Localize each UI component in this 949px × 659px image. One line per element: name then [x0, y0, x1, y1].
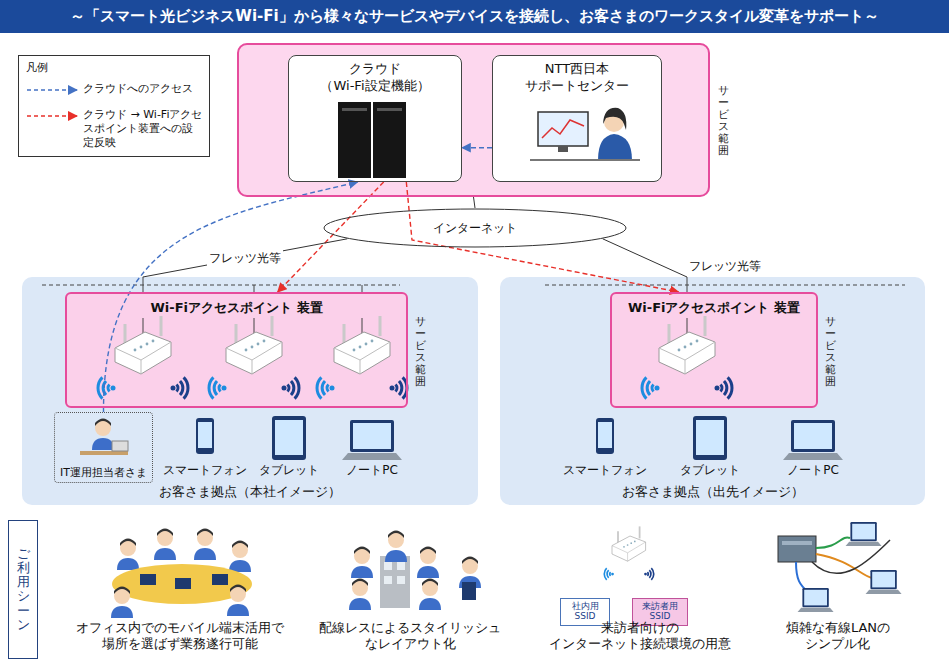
legend-heading: 凡例 [26, 60, 48, 75]
device-label: ノートPC [787, 462, 839, 479]
dashed-arrow [462, 147, 492, 148]
edge-label: フレッツ光等 [207, 249, 283, 266]
text-line: 来訪者用 [642, 601, 678, 611]
dashed-arrow [103, 182, 357, 412]
title-text: ～「スマート光ビジネスWi-Fi」から様々なサービスやデバイスを接続し、お客さま… [70, 7, 878, 26]
node-fill [237, 43, 710, 197]
edge-label: フレッツ光等 [687, 257, 763, 274]
text-line: サポートセンター [525, 78, 629, 95]
network-line [603, 239, 687, 277]
internet-ellipse: インターネット [323, 208, 627, 248]
device-label: タブレット [259, 462, 319, 479]
text-line: インターネット接続環境の用意 [549, 636, 731, 652]
service-band: サービス範囲クラウド （Wi-Fi設定機能）NTT西日本 サポートセンター [237, 43, 710, 197]
legend-line-sample [25, 110, 81, 122]
cloud-box: クラウド （Wi-Fi設定機能） [288, 55, 462, 182]
scene-caption: 配線レスによるスタイリッシュ なレイアウト化 [319, 620, 501, 653]
scene-caption: 来訪者向けの インターネット接続環境の用意 [549, 620, 731, 653]
access-point-icon [98, 316, 732, 399]
text-line: 場所を選ばず業務遂行可能 [102, 636, 258, 652]
text-line: NTT西日本 [545, 61, 609, 78]
it-staff-box: IT運用担当者さま [54, 412, 153, 483]
it-staff-icon [80, 419, 128, 456]
server-icon [338, 102, 406, 178]
legend-line [27, 89, 77, 91]
lan-wire [42, 277, 905, 336]
region-caption: お客さま拠点（本社イメージ） [159, 483, 341, 501]
title-bar: ～「スマート光ビジネスWi-Fi」から様々なサービスやデバイスを接続し、お客さま… [0, 0, 949, 33]
scene-caption: オフィス内でのモバイル端末活用で 場所を選ばず業務遂行可能 [76, 620, 284, 653]
network-line [143, 239, 347, 277]
ellipse-label: インターネット [433, 220, 517, 237]
lan-scene [778, 522, 902, 612]
text-line: オフィス内でのモバイル端末活用で [76, 620, 284, 636]
device-label: タブレット [680, 462, 740, 479]
node-fill [610, 292, 818, 408]
dashed-arrow [406, 182, 678, 292]
scene-heading: ご利用シーン [17, 547, 30, 633]
node-fill [8, 520, 38, 659]
staff-label: IT運用担当者さま [60, 465, 147, 480]
ellipse-shape [324, 209, 626, 247]
service-scope-label: サービス範囲 [825, 316, 836, 389]
region-caption: お客さま拠点（出先イメージ） [622, 483, 804, 501]
text-line: クラウド [349, 61, 401, 78]
node-fill [500, 277, 925, 505]
device-label: スマートフォン [563, 462, 647, 479]
text-line: なレイアウト化 [365, 636, 456, 652]
box-title: Wi-Fiアクセスポイント 装置 [628, 299, 800, 317]
access-point-box: Wi-Fiアクセスポイント 装置サービス範囲 [65, 292, 408, 408]
legend-text: クラウドへのアクセス [83, 82, 203, 96]
text-line: 配線レスによるスタイリッシュ [319, 620, 501, 636]
box-title: NTT西日本 サポートセンター [525, 61, 629, 95]
text-line: 来訪者向けの [601, 620, 679, 636]
meeting-scene [111, 529, 252, 619]
text-line: シンプル化 [805, 636, 870, 652]
network-line [474, 197, 476, 208]
dashed-arrow [278, 182, 384, 292]
legend-line [27, 115, 77, 117]
box-title: Wi-Fiアクセスポイント 装置 [150, 299, 322, 317]
text-line: SSID [574, 611, 595, 621]
legend-text: クラウド → Wi-Fiアクセスポイント装置への設定反映 [83, 108, 203, 149]
device-icon [196, 416, 843, 460]
text-line: 社内用 [572, 601, 599, 611]
text-line: 煩雑な有線LANの [786, 620, 890, 636]
operator-icon [530, 108, 640, 160]
service-scope-label: サービス範囲 [415, 316, 426, 389]
ssid-label: 来訪者用 SSID [642, 601, 678, 622]
scene-caption: 煩雑な有線LANの シンプル化 [786, 620, 890, 653]
ssid-label: 社内用 SSID [572, 601, 599, 622]
support-box: NTT西日本 サポートセンター [492, 55, 662, 182]
text-line: （Wi-Fi設定機能） [320, 78, 429, 95]
box-title: クラウド （Wi-Fi設定機能） [320, 61, 429, 95]
node-fill [288, 55, 462, 182]
device-label: ノートPC [346, 462, 398, 479]
guest-ap-scene [604, 526, 653, 579]
node-fill [492, 55, 662, 182]
service-scope-label: サービス範囲 [718, 85, 729, 158]
device-label: スマートフォン [163, 462, 247, 479]
access-point-box: Wi-Fiアクセスポイント 装置サービス範囲 [610, 292, 818, 408]
scene-heading-box: ご利用シーン [8, 520, 38, 659]
node-fill [22, 277, 478, 505]
site-region: お客さま拠点（本社イメージ）Wi-Fiアクセスポイント 装置サービス範囲IT運用… [22, 277, 478, 505]
legend-line-sample [25, 84, 81, 96]
layout-scene [349, 531, 481, 611]
node-fill [65, 292, 408, 408]
